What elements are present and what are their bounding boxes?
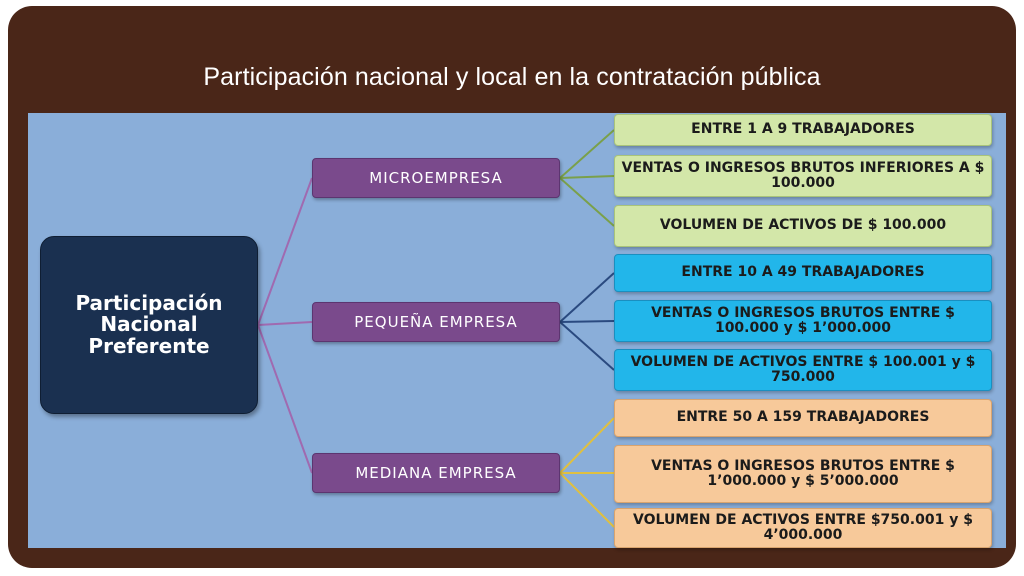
mediana-item-assets: VOLUMEN DE ACTIVOS ENTRE $750.001 y $ 4’…: [614, 508, 992, 548]
connector-root-micro: [257, 177, 313, 326]
pequena-item-workers: ENTRE 10 A 49 TRABAJADORES: [614, 254, 992, 292]
category-pequena-empresa: PEQUEÑA EMPRESA: [312, 302, 560, 342]
connector-micro-3: [559, 177, 615, 227]
connector-root-mediana: [257, 324, 313, 474]
connector-micro-1: [559, 129, 615, 179]
mediana-item-sales: VENTAS O INGRESOS BRUTOS ENTRE $ 1’000.0…: [614, 445, 992, 503]
slide-title: Participación nacional y local en la con…: [203, 63, 821, 91]
category-microempresa: MICROEMPRESA: [312, 158, 560, 198]
category-mediana-empresa: MEDIANA EMPRESA: [312, 453, 560, 493]
micro-item-sales: VENTAS O INGRESOS BRUTOS INFERIORES A $ …: [614, 155, 992, 197]
pequena-item-assets: VOLUMEN DE ACTIVOS ENTRE $ 100.001 y $ 7…: [614, 349, 992, 391]
connector-mediana-3: [559, 472, 615, 528]
connector-pequena-1: [559, 272, 615, 323]
root-node: Participación Nacional Preferente: [40, 236, 258, 414]
connector-root-pequena: [257, 321, 313, 326]
mediana-item-workers: ENTRE 50 A 159 TRABAJADORES: [614, 399, 992, 437]
pequena-item-sales: VENTAS O INGRESOS BRUTOS ENTRE $ 100.000…: [614, 300, 992, 342]
micro-item-assets: VOLUMEN DE ACTIVOS DE $ 100.000: [614, 205, 992, 247]
connector-micro-2: [559, 175, 615, 179]
connector-mediana-1: [559, 417, 615, 474]
connector-pequena-3: [559, 321, 615, 371]
micro-item-workers: ENTRE 1 A 9 TRABAJADORES: [614, 114, 992, 146]
connector-pequena-2: [559, 320, 615, 323]
